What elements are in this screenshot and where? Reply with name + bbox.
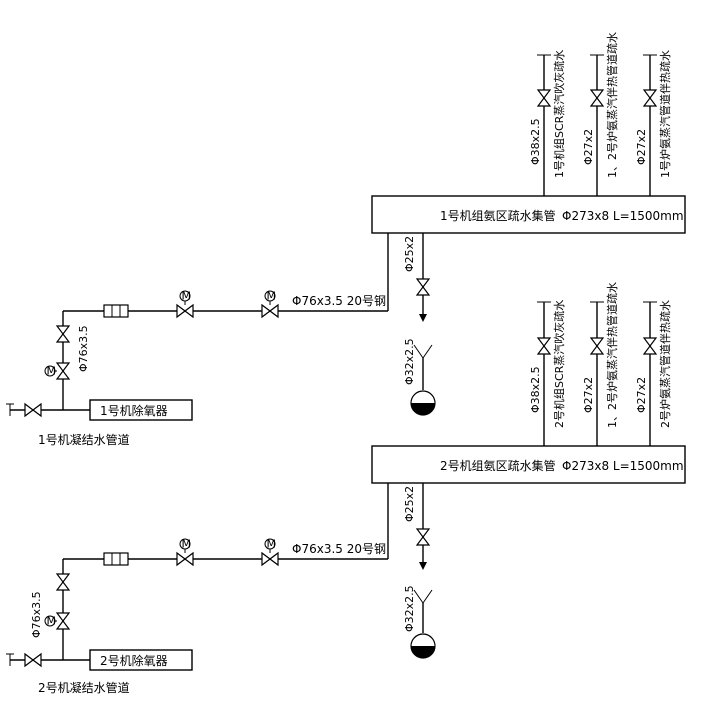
unit2-drain-outlet-size: Φ32x2.5 bbox=[403, 585, 416, 632]
unit1-drain-outlet-size: Φ32x2.5 bbox=[403, 338, 416, 385]
unit1-group: 1号机组氨区疏水集管 Φ273x8 L=1500mm Φ38x2.5 1号机组S… bbox=[6, 32, 686, 447]
unit2-branch3-size: Φ27x2 bbox=[635, 377, 648, 413]
unit1-branch2-valve[interactable] bbox=[590, 89, 604, 107]
unit2-group: 2号机组氨区疏水集管 Φ273x8 L=1500mm Φ38x2.5 2号机组S… bbox=[6, 282, 686, 695]
unit2-motor-mark-right: M bbox=[267, 538, 277, 551]
unit2-motor-valve-left[interactable] bbox=[176, 552, 194, 566]
unit2-main-pipe-spec: Φ76x3.5 20号钢 bbox=[292, 542, 386, 556]
unit1-drain-valve[interactable] bbox=[416, 278, 430, 296]
unit1-header-spec: Φ273x8 L=1500mm bbox=[562, 209, 684, 223]
unit2-branch3-valve[interactable] bbox=[643, 337, 657, 355]
unit2-flow-meter[interactable] bbox=[103, 552, 129, 566]
unit1-vertical-valve-top[interactable] bbox=[56, 325, 70, 343]
unit2-vertical-pipe-spec: Φ76x3.5 bbox=[30, 591, 43, 638]
unit1-flow-meter[interactable] bbox=[103, 304, 129, 318]
unit1-drain-size: Φ25x2 bbox=[403, 236, 416, 272]
unit2-branch1-valve[interactable] bbox=[537, 337, 551, 355]
unit2-condensate-label: 2号机凝结水管道 bbox=[38, 680, 130, 695]
unit2-branch2-valve[interactable] bbox=[590, 337, 604, 355]
unit1-branch-pipes bbox=[537, 54, 657, 196]
unit2-branch3-name: 2号炉氨蒸汽管道伴热疏水 bbox=[658, 300, 672, 428]
unit2-motor-mark-left: M bbox=[182, 538, 192, 551]
unit2-branch-pipes bbox=[537, 301, 657, 446]
unit1-main-pipe: M M M bbox=[6, 233, 389, 417]
unit1-motor-valve-right[interactable] bbox=[261, 304, 279, 318]
unit1-header-box[interactable] bbox=[371, 195, 686, 234]
unit1-branch2-name: 1、2号炉氨蒸汽伴热管道疏水 bbox=[605, 32, 619, 178]
unit2-vertical-valve-bottom[interactable] bbox=[56, 612, 70, 630]
unit1-condensate-valve[interactable] bbox=[24, 403, 42, 417]
unit1-motor-mark-right: M bbox=[267, 290, 277, 303]
unit2-header-label: 2号机组氨区疏水集管 bbox=[440, 458, 556, 473]
unit1-branch3-size: Φ27x2 bbox=[635, 129, 648, 165]
unit2-branch2-name: 1、2号炉氨蒸汽伴热管道疏水 bbox=[605, 282, 619, 428]
unit2-motor-valve-right[interactable] bbox=[261, 552, 279, 566]
unit1-header-label: 1号机组氨区疏水集管 bbox=[440, 208, 556, 223]
unit2-drain-size: Φ25x2 bbox=[403, 486, 416, 522]
unit2-deaerator-label: 2号机除氧器 bbox=[100, 653, 168, 668]
unit2-condensate-valve[interactable] bbox=[24, 653, 42, 667]
unit2-deaerator-box[interactable] bbox=[89, 649, 193, 671]
unit2-header-box[interactable] bbox=[371, 445, 686, 484]
unit2-motor-mark-vertical: M bbox=[47, 615, 57, 628]
unit1-vertical-pipe-spec: Φ76x3.5 bbox=[77, 325, 90, 372]
unit1-main-pipe-spec: Φ76x3.5 20号钢 bbox=[292, 294, 386, 308]
unit2-branch1-name: 2号机组SCR蒸汽吹灰疏水 bbox=[552, 300, 566, 428]
unit1-motor-valve-left[interactable] bbox=[176, 304, 194, 318]
unit1-branch1-valve[interactable] bbox=[537, 89, 551, 107]
unit1-drain-line bbox=[410, 233, 436, 416]
unit1-motor-mark-vertical: M bbox=[47, 365, 57, 378]
unit1-branch3-valve[interactable] bbox=[643, 89, 657, 107]
unit1-branch1-size: Φ38x2.5 bbox=[529, 118, 542, 165]
unit2-main-pipe: M M M bbox=[6, 483, 389, 667]
unit2-drain-valve[interactable] bbox=[416, 528, 430, 546]
unit1-branch1-name: 1号机组SCR蒸汽吹灰疏水 bbox=[552, 50, 566, 178]
unit1-vertical-valve-bottom[interactable] bbox=[56, 362, 70, 380]
unit1-motor-mark-left: M bbox=[182, 290, 192, 303]
unit2-drain-line bbox=[410, 483, 436, 659]
unit1-branch3-name: 1号炉氨蒸汽管道伴热疏水 bbox=[658, 50, 672, 178]
unit1-condensate-label: 1号机凝结水管道 bbox=[38, 432, 130, 447]
unit2-header-spec: Φ273x8 L=1500mm bbox=[562, 459, 684, 473]
unit1-deaerator-box[interactable] bbox=[89, 399, 193, 421]
unit1-branch2-size: Φ27x2 bbox=[582, 129, 595, 165]
unit1-deaerator-label: 1号机除氧器 bbox=[100, 403, 168, 418]
unit2-branch1-size: Φ38x2.5 bbox=[529, 366, 542, 413]
unit2-branch2-size: Φ27x2 bbox=[582, 377, 595, 413]
unit2-vertical-valve-top[interactable] bbox=[56, 573, 70, 591]
